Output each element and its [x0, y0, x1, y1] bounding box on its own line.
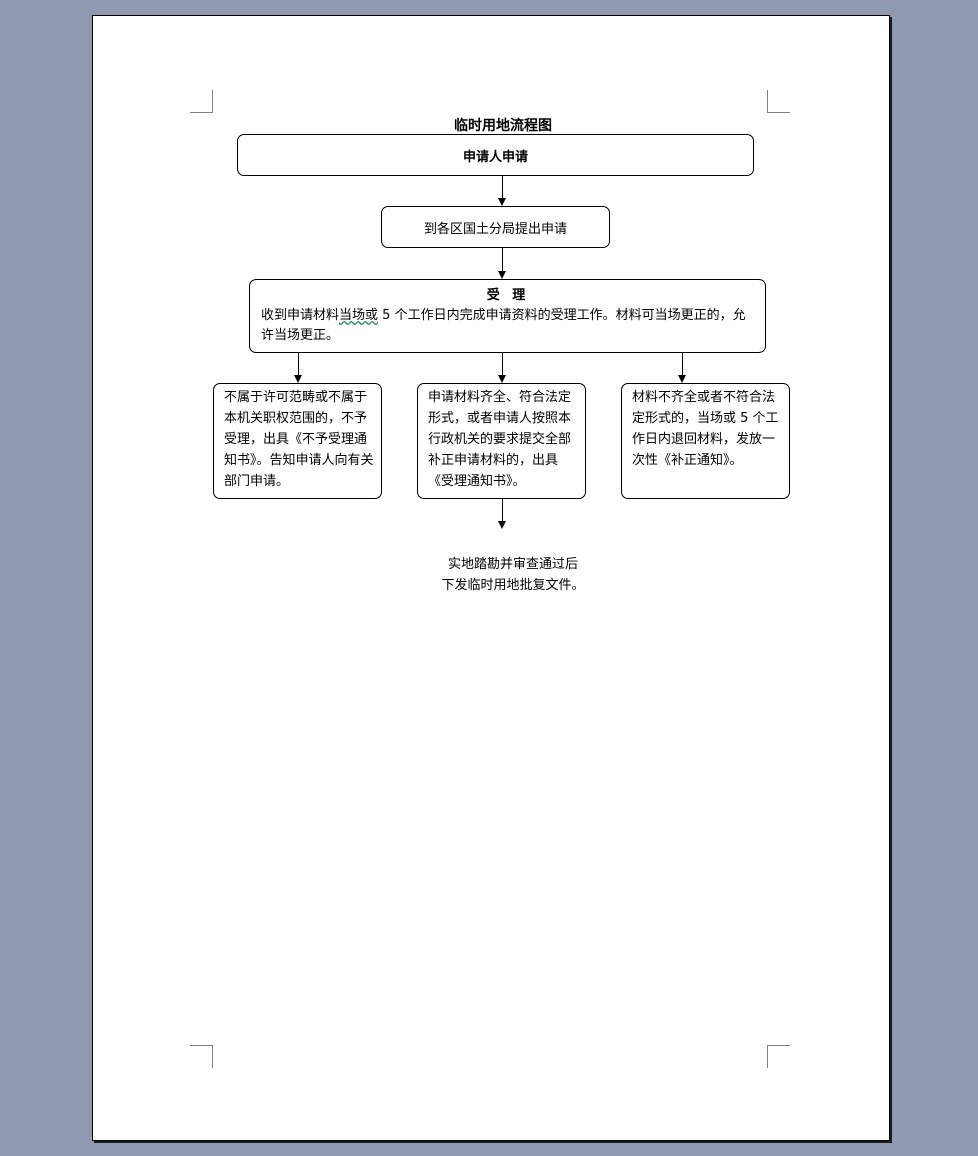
final-result-line2: 下发临时用地批复文件。 — [441, 578, 585, 593]
arrow-down-icon — [498, 271, 506, 279]
margin-corner-top-right — [767, 90, 790, 113]
step-accept-text: 收到申请材料当场或 5 个工作日内完成申请资料的受理工作。材料可当场更正的，允许… — [261, 306, 755, 346]
margin-corner-bottom-left — [190, 1045, 213, 1068]
step-apply-box: 申请人申请 — [237, 134, 754, 176]
connector-line — [502, 499, 503, 521]
step-submit-label: 到各区国土分局提出申请 — [423, 221, 567, 237]
step-accept-box: 受 理 收到申请材料当场或 5 个工作日内完成申请资料的受理工作。材料可当场更正… — [249, 279, 766, 353]
final-result-text: 实地踏勘并审查通过后 下发临时用地批复文件。 — [393, 554, 633, 596]
step-submit-box: 到各区国土分局提出申请 — [381, 206, 610, 248]
connector-line — [502, 248, 503, 271]
step-accept-text-part1: 收到申请材料 — [261, 308, 340, 323]
connector-line — [502, 176, 503, 198]
arrow-down-icon — [498, 198, 506, 206]
branch-accept-box: 申请材料齐全、符合法定形式，或者申请人按照本行政机关的要求提交全部补正申请材料的… — [417, 383, 586, 499]
branch-accept-text: 申请材料齐全、符合法定形式，或者申请人按照本行政机关的要求提交全部补正申请材料的… — [428, 390, 572, 489]
branch-correction-box: 材料不齐全或者不符合法定形式的，当场或 5 个工作日内退回材料，发放一次性《补正… — [621, 383, 790, 499]
margin-corner-bottom-right — [767, 1045, 790, 1068]
branch-reject-text: 不属于许可范畴或不属于本机关职权范围的，不予受理，出具《不予受理通知书》。告知申… — [224, 390, 374, 489]
arrow-down-icon — [498, 375, 506, 383]
connector-line — [298, 353, 299, 375]
arrow-down-icon — [498, 521, 506, 529]
step-accept-text-part2: 5 个工作日内完成申请资料的受理工作。材料可当场更正的，允许当场更正。 — [261, 308, 746, 343]
step-accept-text-underlined: 当场或 — [339, 308, 379, 323]
margin-corner-top-left — [190, 90, 213, 113]
document-page: 临时用地流程图 申请人申请 到各区国土分局提出申请 受 理 收到申请材料当场或 … — [92, 15, 890, 1141]
step-accept-heading: 受 理 — [486, 288, 530, 303]
flowchart-title: 临时用地流程图 — [454, 118, 552, 134]
branch-correction-text: 材料不齐全或者不符合法定形式的，当场或 5 个工作日内退回材料，发放一次性《补正… — [632, 390, 779, 468]
connector-line — [682, 353, 683, 375]
arrow-down-icon — [678, 375, 686, 383]
arrow-down-icon — [294, 375, 302, 383]
final-result-line1: 实地踏勘并审查通过后 — [447, 557, 578, 572]
step-apply-label: 申请人申请 — [462, 149, 528, 165]
branch-reject-box: 不属于许可范畴或不属于本机关职权范围的，不予受理，出具《不予受理通知书》。告知申… — [213, 383, 382, 499]
connector-line — [502, 353, 503, 375]
